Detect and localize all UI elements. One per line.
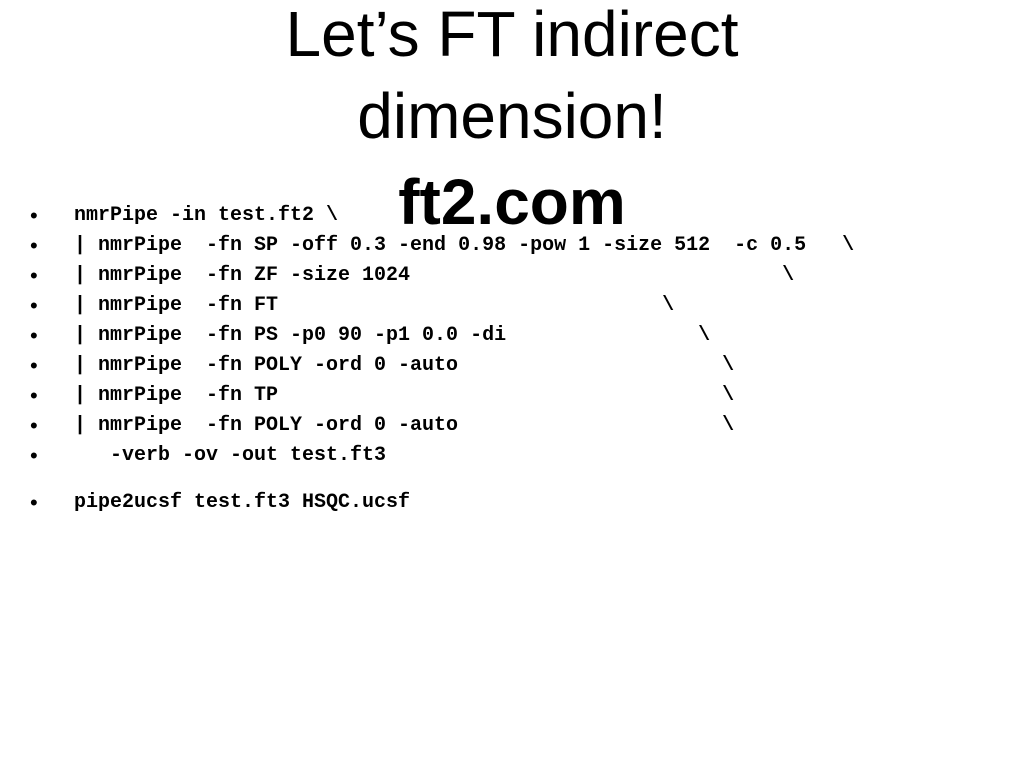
bullet-dot-icon: • bbox=[30, 263, 38, 288]
bullet-dot-icon: • bbox=[30, 203, 38, 228]
code-line: -verb -ov -out test.ft3 bbox=[74, 444, 387, 467]
bullet-dot-icon: • bbox=[30, 490, 38, 515]
slide-title-line-1: Let’s FT indirect bbox=[285, 0, 739, 70]
code-line: | nmrPipe -fn POLY -ord 0 -auto \ bbox=[74, 414, 735, 437]
bullet-dot-icon: • bbox=[30, 323, 38, 348]
code-line: nmrPipe -in test.ft2 \ bbox=[74, 204, 339, 227]
code-line: | nmrPipe -fn POLY -ord 0 -auto \ bbox=[74, 354, 735, 377]
code-line: | nmrPipe -fn TP \ bbox=[74, 384, 735, 407]
code-line: pipe2ucsf test.ft3 HSQC.ucsf bbox=[74, 491, 411, 514]
code-line: | nmrPipe -fn FT \ bbox=[74, 294, 675, 317]
code-line: | nmrPipe -fn SP -off 0.3 -end 0.98 -pow… bbox=[74, 234, 855, 257]
bullet-dot-icon: • bbox=[30, 443, 38, 468]
code-line: | nmrPipe -fn ZF -size 1024 \ bbox=[74, 264, 795, 287]
slide-title-line-3: ft2.com bbox=[398, 166, 626, 238]
bullet-dot-icon: • bbox=[30, 233, 38, 258]
slide-title-line-2: dimension! bbox=[357, 80, 667, 152]
bullet-dot-icon: • bbox=[30, 353, 38, 378]
bullet-dot-icon: • bbox=[30, 413, 38, 438]
code-line: | nmrPipe -fn PS -p0 90 -p1 0.0 -di \ bbox=[74, 324, 711, 347]
bullet-dot-icon: • bbox=[30, 383, 38, 408]
bullet-dot-icon: • bbox=[30, 293, 38, 318]
